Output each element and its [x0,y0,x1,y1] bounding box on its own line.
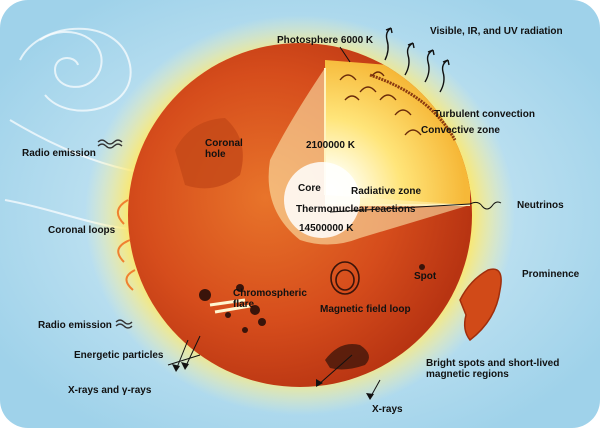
coronal-loops-label: Coronal loops [48,225,116,236]
radio-wave-icon-bottom [115,319,133,325]
core-sphere [284,162,360,238]
bright-spots-label: Bright spots and short-lived magnetic re… [426,358,560,380]
core-label: Core [298,183,321,194]
arrow-heads [172,362,374,400]
visible-radiation-label: Visible, IR, and UV radiation [430,26,563,37]
flare-streak [209,298,251,314]
photosphere-label: Photosphere 6000 K [277,35,374,46]
prominence-label: Prominence [522,269,580,280]
coronal-loops-marks [117,199,136,291]
thermonuclear-label: Thermonuclear reactions [296,204,416,215]
energetic-particles-label: Energetic particles [74,350,164,361]
leader-lines [167,46,502,399]
temp-2100000-label: 2100000 K [306,140,355,151]
convection-cells [339,71,422,136]
turbulent-convection-label: Turbulent convection [434,109,535,120]
radio-wave-icon [97,139,123,145]
bright-spot-region [325,344,369,370]
coronal-hole-region [175,118,243,189]
radio-emission-top-label: Radio emission [22,148,96,159]
chromospheric-flare-label: Chromospheric flare [233,288,307,310]
coronal-hole-label: Coronal hole [205,138,243,160]
sunspots [199,264,425,333]
x-rays-gamma-label: X-rays and γ-rays [68,385,152,396]
radiative-zone-label: Radiative zone [351,186,422,197]
neutrinos-label: Neutrinos [517,200,564,211]
spot-label: Spot [414,271,437,282]
magnetic-loop-marks [330,261,360,295]
radiation-arrows [384,27,450,93]
prominence-shape [459,268,502,342]
x-rays-label: X-rays [372,404,403,415]
radio-emission-bottom-label: Radio emission [38,320,112,331]
magnetic-field-loop-label: Magnetic field loop [320,304,411,315]
temp-14500000-label: 14500000 K [299,223,354,234]
convective-zone-label: Convective zone [421,125,500,136]
